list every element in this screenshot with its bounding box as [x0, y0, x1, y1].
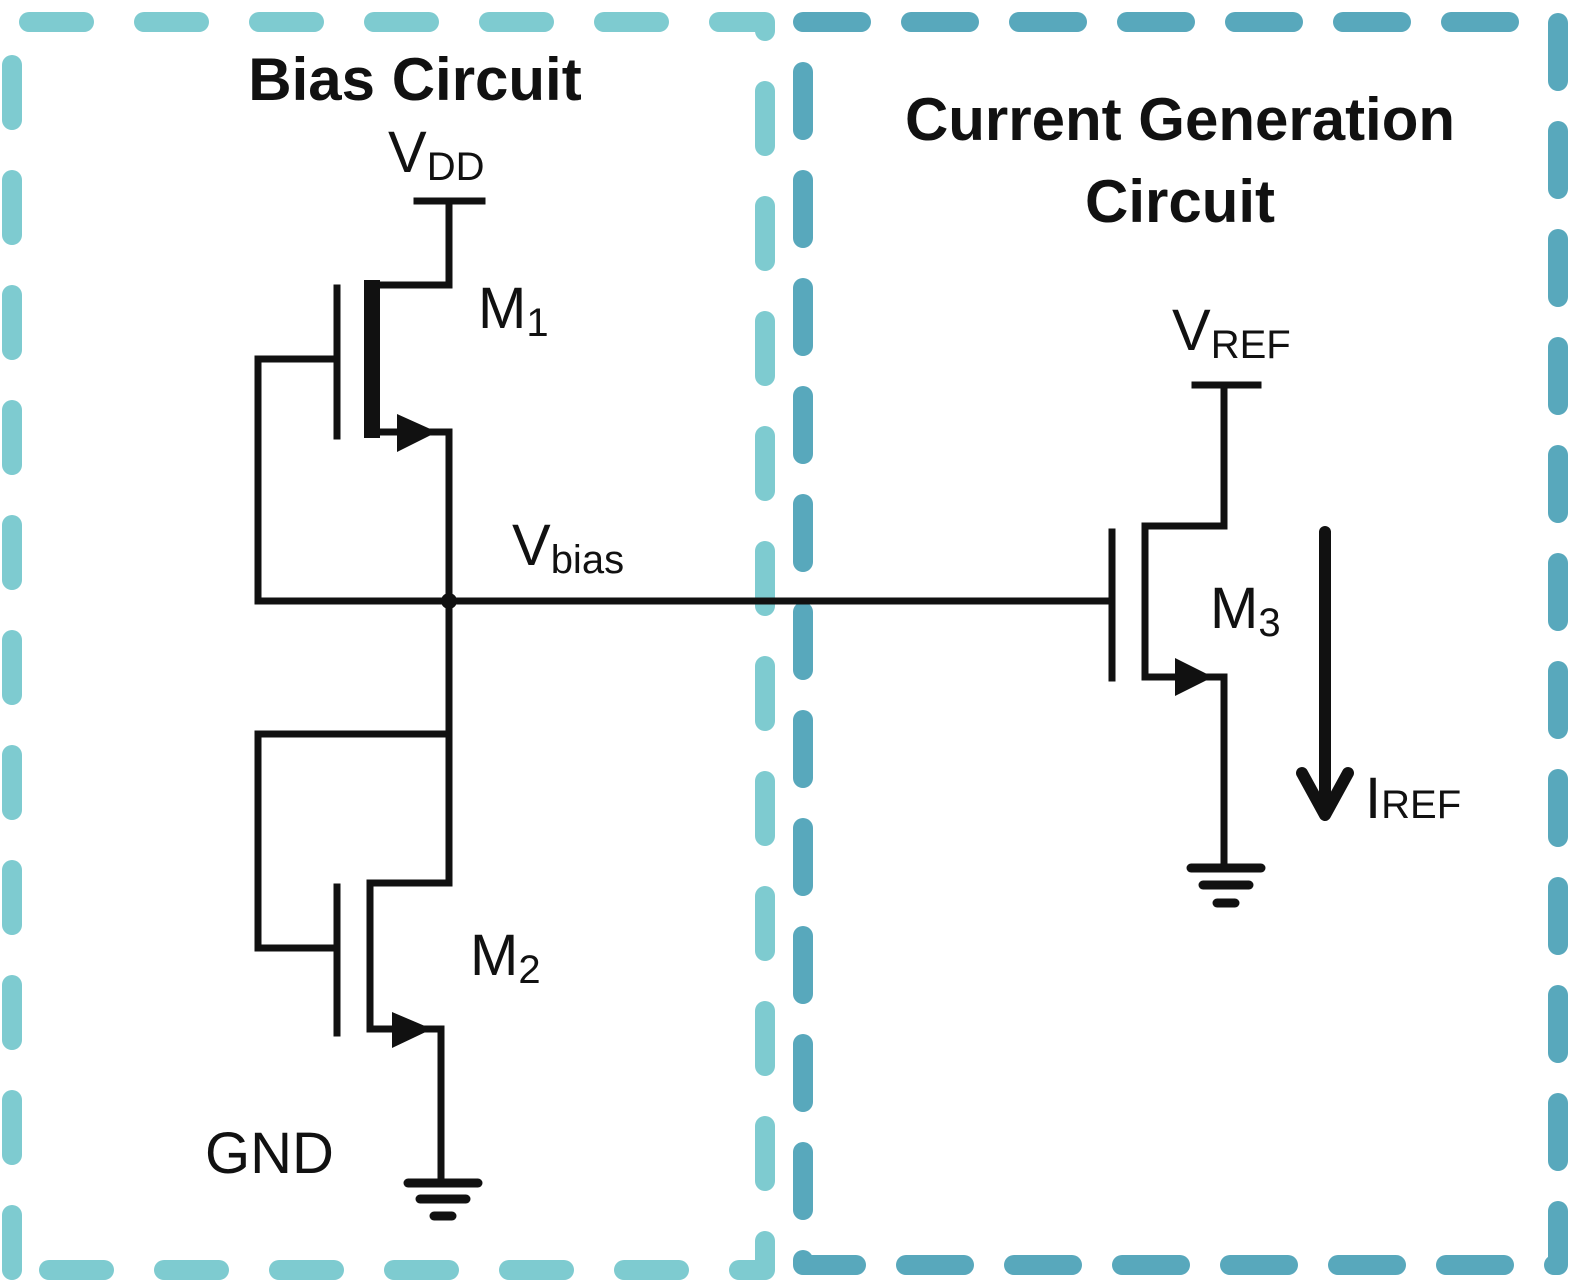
m3-label: M3 [1210, 576, 1281, 645]
vdd-main: V [388, 120, 427, 185]
vbias-label: Vbias [512, 513, 624, 582]
iref-label: IREF [1365, 766, 1461, 831]
m1-label: M1 [478, 276, 549, 345]
transistor-m2 [333, 730, 453, 1187]
vref-label: VREF [1172, 298, 1291, 367]
bias-circuit-title: Bias Circuit [248, 46, 581, 113]
ground-icon-current [1186, 863, 1266, 908]
m3-source-arrow [1175, 658, 1213, 696]
gnd-label: GND [205, 1121, 334, 1186]
m2-source-arrow [392, 1012, 432, 1048]
vref-rail-symbol [1191, 381, 1262, 530]
bias-circuit-boundary [2, 12, 775, 1280]
current-arrow-icon [1296, 526, 1354, 821]
current-generation-title-line1: Current Generation [905, 86, 1455, 153]
ground-icon-bias [403, 1178, 483, 1221]
vdd-rail-symbol [413, 197, 486, 289]
m1-source-arrow [397, 414, 437, 452]
current-generation-title-line2: Circuit [1085, 168, 1275, 235]
transistor-m1 [333, 280, 453, 452]
m2-gate-wire [254, 730, 453, 952]
transistor-m3 [1108, 522, 1228, 872]
m2-label: M2 [470, 923, 541, 992]
vdd-label: VDD [388, 120, 484, 189]
vdd-sub: DD [427, 145, 485, 189]
m1-gate-wire [254, 355, 453, 605]
current-generation-boundary [793, 12, 1568, 1275]
